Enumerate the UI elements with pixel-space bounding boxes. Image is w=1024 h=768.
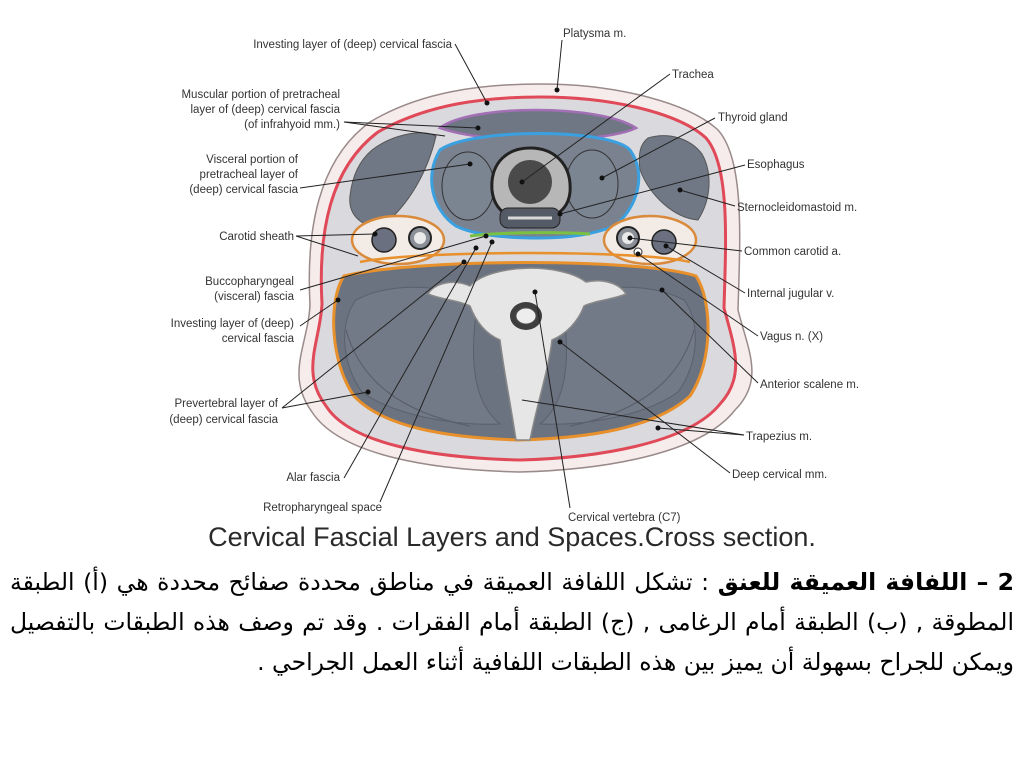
label-cervical-vertebra: Cervical vertebra (C7) <box>568 512 681 524</box>
retropharyngeal-space <box>469 231 591 238</box>
paragraph-body: : تشكل اللفافة العميقة في مناطق محددة صف… <box>10 568 1014 676</box>
thyroid-lobe-right <box>565 149 619 219</box>
spinal-cord <box>515 307 537 325</box>
label-muscular-line3: (of infrahyoid mm.) <box>244 119 340 131</box>
label-sternocleidomastoid: Sternocleidomastoid m. <box>737 202 857 214</box>
left-carotid-lumen <box>414 232 426 244</box>
label-trachea: Trachea <box>672 69 714 81</box>
trachea-lumen <box>508 160 552 204</box>
label-esophagus: Esophagus <box>747 159 805 171</box>
label-prevertebral-line1: Prevertebral layer of <box>174 398 278 410</box>
arabic-paragraph: 2 – اللفافة العميقة للعنق : تشكل اللفافة… <box>10 562 1014 682</box>
label-trapezius: Trapezius m. <box>746 431 812 443</box>
label-thyroid-gland: Thyroid gland <box>718 112 788 124</box>
label-deep-cervical: Deep cervical mm. <box>732 469 827 481</box>
label-muscular-line2: layer of (deep) cervical fascia <box>190 104 340 116</box>
figure-caption: Cervical Fascial Layers and Spaces.Cross… <box>208 522 816 552</box>
label-vagus-nerve: Vagus n. (X) <box>760 331 823 343</box>
sternocleidomastoid-right <box>638 135 710 221</box>
alar-fascia-line <box>359 251 691 264</box>
label-retropharyngeal: Retropharyngeal space <box>263 502 382 514</box>
label-common-carotid: Common carotid a. <box>744 246 841 258</box>
label-investing-top: Investing layer of (deep) cervical fasci… <box>253 39 452 51</box>
label-anterior-scalene: Anterior scalene m. <box>760 379 859 391</box>
trapezius-right <box>569 329 695 427</box>
label-visceral-line2: pretracheal layer of <box>200 169 299 181</box>
left-jugular-vein <box>371 227 397 253</box>
label-muscular-line1: Muscular portion of pretracheal <box>181 89 340 101</box>
paragraph-heading: 2 – اللفافة العميقة للعنق <box>717 568 1015 596</box>
leader-lines <box>281 39 759 509</box>
cervical-cross-section-diagram: Platysma m. Trachea Thyroid gland Esopha… <box>169 28 859 524</box>
thyroid-lobe-left <box>441 151 495 221</box>
label-internal-jugular: Internal jugular v. <box>747 288 834 300</box>
label-alar-fascia: Alar fascia <box>286 472 340 484</box>
label-buccopharyngeal-line1: Buccopharyngeal <box>205 276 294 288</box>
label-carotid-sheath: Carotid sheath <box>219 231 294 243</box>
label-investing-side-line1: Investing layer of (deep) <box>171 318 295 330</box>
label-visceral-line1: Visceral portion of <box>206 154 299 166</box>
cervical-vertebra <box>426 267 628 441</box>
label-buccopharyngeal-line2: (visceral) fascia <box>214 291 294 303</box>
label-prevertebral-line2: (deep) cervical fascia <box>169 414 278 426</box>
label-platysma: Platysma m. <box>563 28 626 40</box>
label-investing-side-line2: cervical fascia <box>222 333 295 345</box>
trapezius-left <box>345 329 471 427</box>
label-visceral-line3: (deep) cervical fascia <box>189 184 298 196</box>
